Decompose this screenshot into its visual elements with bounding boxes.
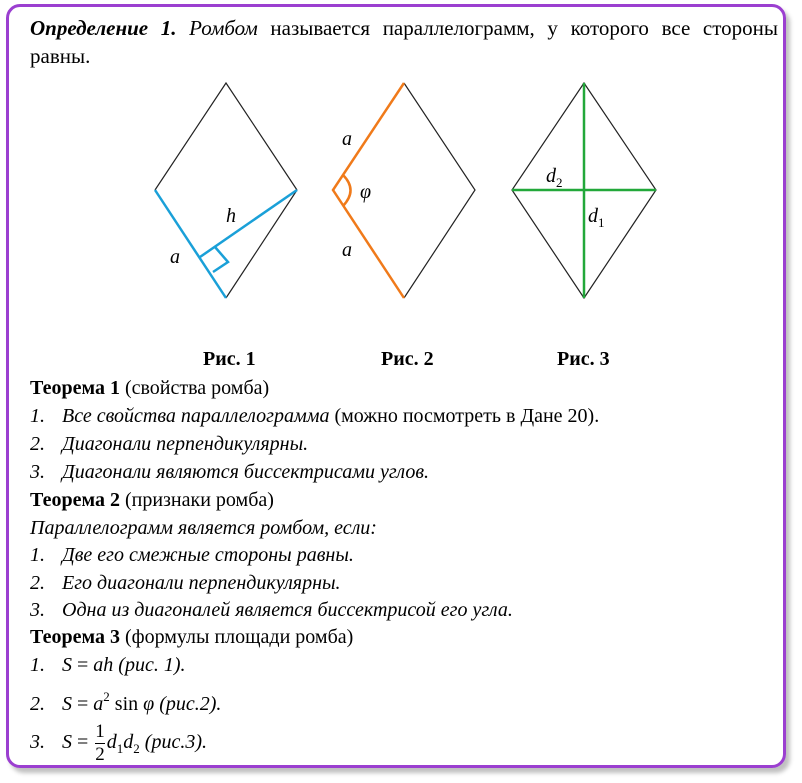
- fig2-caption: Рис. 2: [381, 348, 434, 370]
- theorem2-heading: Теорема 2 (признаки ромба): [30, 486, 274, 514]
- formula-1: 1.S = ah (рис. 1).: [30, 654, 186, 676]
- content-frame: [6, 4, 786, 768]
- definition-paragraph: Определение 1. Ромбом называется паралле…: [30, 14, 778, 70]
- fig1-caption: Рис. 1: [203, 348, 256, 370]
- fig1-right-angle-mark: [212, 246, 230, 274]
- fig1-side-a: [153, 189, 228, 299]
- theorem1-item-1: 1.Все свойства параллелограмма (можно по…: [30, 405, 600, 427]
- formula-2: 2.S = a2 sin φ (рис.2).: [30, 689, 222, 715]
- figure-1: h a: [153, 81, 298, 299]
- figure-2: a φ a: [331, 82, 476, 299]
- fig2-angle-arc: [342, 174, 352, 207]
- fig2-label-a-bottom: a: [342, 239, 352, 261]
- fig2-label-a-top: a: [342, 128, 352, 150]
- theorem1-title: Теорема 1: [30, 377, 120, 399]
- definition-subject: Ромбом: [189, 16, 258, 40]
- theorem3-title: Теорема 3: [30, 626, 120, 648]
- theorem2-item-2: 2.Его диагонали перпендикулярны.: [30, 572, 341, 594]
- fig3-caption: Рис. 3: [557, 348, 610, 370]
- fig2-sides-a: [331, 82, 406, 299]
- theorem2-title: Теорема 2: [30, 489, 120, 511]
- fig3-label-d2: d2: [546, 165, 563, 190]
- fig2-right-sides: [403, 82, 476, 299]
- theorem1-heading: Теорема 1 (свойства ромба): [30, 374, 269, 402]
- theorem1-item-2: 2.Диагонали перпендикулярны.: [30, 433, 309, 455]
- fig1-right-bottom-side: [225, 189, 298, 299]
- theorem3-heading: Теорема 3 (формулы площади ромба): [30, 623, 353, 651]
- theorem2-item-1: 1.Две его смежные стороны равны.: [30, 544, 354, 566]
- theorem2-intro: Параллелограмм является ромбом, если:: [30, 517, 377, 539]
- fig2-label-phi: φ: [360, 181, 371, 203]
- theorem1-subtitle: (свойства ромба): [119, 377, 270, 399]
- fig1-top-sides: [154, 81, 298, 191]
- definition-term: Определение 1.: [30, 16, 177, 40]
- theorem2-item-3: 3.Одна из диагоналей является биссектрис…: [30, 599, 513, 621]
- rhombus-figures: h a a φ a d2 d1: [153, 81, 657, 300]
- theorem2-subtitle: (признаки ромба): [119, 489, 274, 511]
- fig3-label-d1: d1: [588, 205, 605, 230]
- fig1-label-a: a: [170, 246, 180, 268]
- theorem3-subtitle: (формулы площади ромба): [119, 626, 354, 648]
- theorem1-item-3: 3.Диагонали являются биссектрисами углов…: [30, 461, 430, 483]
- definition-text: называется параллелограмм, у которого вс…: [30, 16, 778, 68]
- fig1-label-h: h: [226, 205, 236, 227]
- fig1-height-h: [199, 188, 298, 259]
- figure-3: d2 d1: [511, 81, 657, 300]
